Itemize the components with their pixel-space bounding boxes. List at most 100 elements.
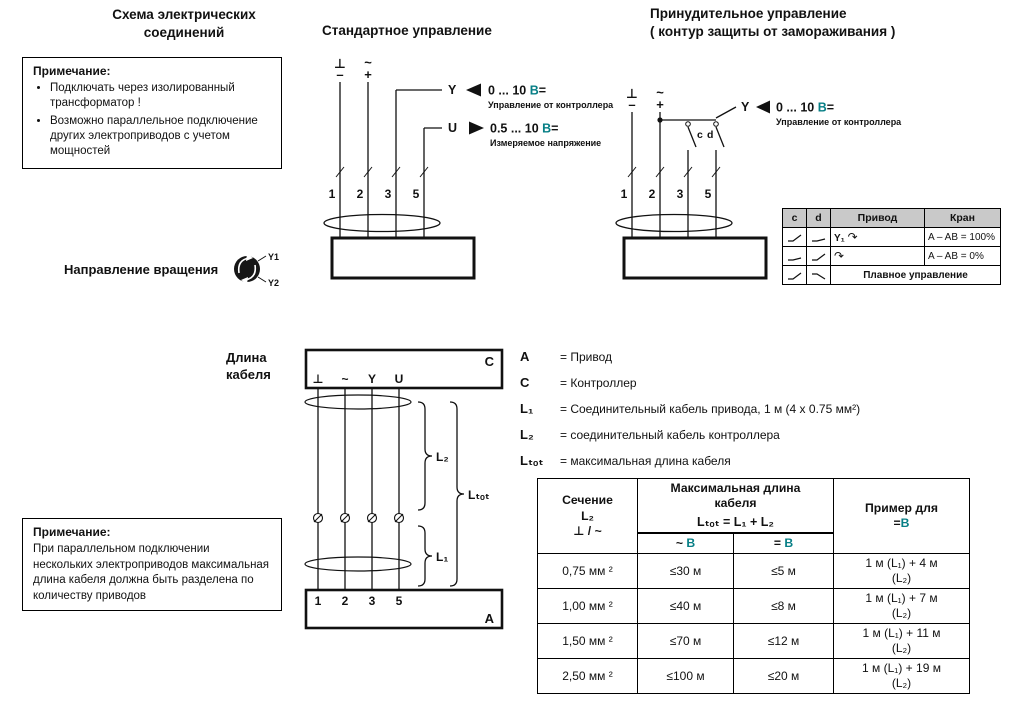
header-line: L₂ bbox=[581, 508, 594, 523]
ac-length-value: ≤100 м bbox=[637, 658, 734, 695]
note-box-bottom: Примечание: При параллельном подключении… bbox=[22, 518, 282, 612]
legend-item: L₂= соединительный кабель контроллера bbox=[520, 426, 860, 444]
note-bullet: Возможно параллельное подключение других… bbox=[50, 114, 271, 159]
terminal-number: 2 bbox=[357, 187, 364, 201]
example-line: (L₂) bbox=[891, 641, 912, 656]
example-line: 1 м (L₁) + 11 м bbox=[862, 626, 941, 641]
table-row: 1,00 мм ² ≤40 м ≤8 м 1 м (L₁) + 7 м (L₂) bbox=[537, 588, 970, 625]
example-value: 1 м (L₁) + 19 м (L₂) bbox=[833, 658, 970, 695]
section-value: 2,50 мм ² bbox=[537, 658, 638, 695]
dc-length-value: ≤20 м bbox=[733, 658, 834, 695]
ac-length-value: ≤30 м bbox=[637, 553, 734, 590]
cable-gland bbox=[615, 213, 733, 233]
terminal-number: 2 bbox=[649, 187, 656, 201]
section-value: 1,00 мм ² bbox=[537, 588, 638, 625]
section-value: 1,50 мм ² bbox=[537, 623, 638, 660]
wires bbox=[339, 82, 442, 238]
switch-state-cell bbox=[806, 265, 831, 285]
example-value: 1 м (L₁) + 4 м (L₂) bbox=[833, 553, 970, 590]
switch-state-cell bbox=[782, 246, 807, 266]
arrow-left-icon bbox=[756, 100, 770, 114]
controller-label: C bbox=[485, 354, 495, 369]
junction-dot bbox=[657, 117, 663, 123]
dc-length-value: ≤5 м bbox=[733, 553, 834, 590]
length-braces bbox=[417, 401, 465, 587]
l2-brace bbox=[417, 401, 433, 511]
arrow-left-icon bbox=[466, 83, 481, 97]
terminal-number: 1 bbox=[315, 594, 322, 608]
cable-length-label: Длина кабеля bbox=[226, 350, 271, 382]
table-subheader-row: ~ В = В bbox=[538, 532, 970, 555]
rotation-direction-label: Направление вращения bbox=[64, 262, 219, 277]
switch-state-cell bbox=[806, 227, 831, 247]
override-table: c d Привод Кран Y₁ ↷ A – AB = 100% bbox=[782, 208, 1001, 285]
terminal-symbols: ⊥ – ~ + bbox=[334, 55, 372, 82]
pointer-line bbox=[257, 276, 267, 283]
drive-state-cell: Y₁ ↷ bbox=[830, 227, 925, 247]
terminal-number: 1 bbox=[329, 187, 336, 201]
wires bbox=[631, 106, 737, 238]
y-signal-value: 0 ... 10 В= bbox=[776, 101, 834, 115]
note-text: При параллельном подключении нескольких … bbox=[33, 543, 270, 602]
rotation-arrow-icon: ↷ bbox=[847, 230, 858, 244]
ac-length-value: ≤70 м bbox=[637, 623, 734, 660]
terminal-numbers: 1 2 3 5 bbox=[329, 187, 420, 201]
ltot-brace bbox=[449, 401, 465, 587]
table-row: 0,75 мм ² ≤30 м ≤5 м 1 м (L₁) + 4 м (L₂) bbox=[537, 553, 970, 590]
ac-length-value: ≤40 м bbox=[637, 588, 734, 625]
terminal-number: 3 bbox=[385, 187, 392, 201]
y-terminal-label: Y bbox=[448, 83, 457, 97]
switch-state-cell bbox=[782, 227, 807, 247]
table-row: 2,50 мм ² ≤100 м ≤20 м 1 м (L₁) + 19 м (… bbox=[537, 658, 970, 695]
contact-c-label: c bbox=[697, 129, 703, 141]
ac-symbol: ~ bbox=[364, 55, 372, 70]
cable-length-diagram: C ⊥ ~ Y U 1 2 3 5 bbox=[304, 348, 504, 630]
example-line: 1 м (L₁) + 19 м bbox=[862, 661, 941, 676]
ac-symbol: ~ bbox=[656, 85, 664, 100]
actuator-box bbox=[304, 588, 504, 630]
ac-symbol: ~ bbox=[341, 372, 348, 386]
example-line: (L₂) bbox=[891, 571, 912, 586]
pointer-line bbox=[257, 255, 267, 262]
strain-relief-marks bbox=[627, 166, 721, 178]
dc-length-value: ≤12 м bbox=[733, 623, 834, 660]
contact-d-label: d bbox=[707, 129, 713, 141]
drive-signal-label: Y₁ bbox=[834, 233, 845, 244]
standard-control-diagram: ⊥ – ~ + Y 0 ... 10 В= Управление от конт… bbox=[323, 55, 614, 280]
arrowhead bbox=[241, 277, 248, 284]
dc-subheader: = В bbox=[733, 532, 834, 555]
y-signal-desc: Управление от контроллера bbox=[776, 117, 902, 127]
schema-title: Схема электрических соединений bbox=[112, 7, 256, 40]
rotation-direction-icon: Y1 Y2 bbox=[234, 252, 279, 288]
plus-symbol: + bbox=[656, 97, 664, 112]
legend-value: = соединительный кабель контроллера bbox=[560, 428, 780, 442]
col-valve-header: Кран bbox=[924, 208, 1001, 228]
section-column-header: Сечение L₂ ⊥ / ~ bbox=[537, 477, 638, 555]
table-row: 1,50 мм ² ≤70 м ≤12 м 1 м (L₁) + 11 м (L… bbox=[537, 623, 970, 660]
example-value: 1 м (L₁) + 7 м (L₂) bbox=[833, 588, 970, 625]
length-formula: Lₜₒₜ = L₁ + L₂ bbox=[697, 514, 774, 529]
l2-label: L₂ bbox=[436, 450, 449, 464]
header-line: Пример для bbox=[865, 500, 938, 515]
terminal-number: 1 bbox=[621, 187, 628, 201]
dc-length-value: ≤8 м bbox=[733, 588, 834, 625]
switch-up-icon bbox=[787, 272, 801, 280]
terminal-symbols: ⊥ – ~ + bbox=[626, 85, 664, 112]
header-line: кабеля bbox=[714, 496, 757, 511]
actuator-box bbox=[330, 236, 476, 280]
terminal-number: 5 bbox=[705, 187, 712, 201]
contact-c bbox=[685, 121, 691, 127]
legend-item: Lₜₒₜ= максимальная длина кабеля bbox=[520, 452, 860, 470]
forced-control-diagram: ⊥ – ~ + c d Y 0 ... 10 В= Управление от … bbox=[615, 85, 902, 280]
modulating-label: Плавное управление bbox=[830, 265, 1001, 285]
header-line: Максимальная длина bbox=[670, 481, 801, 495]
rotation-arrow-icon: ↷ bbox=[834, 249, 845, 263]
contact-d bbox=[713, 121, 719, 127]
example-line: (L₂) bbox=[891, 606, 912, 621]
switch-state-cell bbox=[782, 265, 807, 285]
terminal-number: 3 bbox=[677, 187, 684, 201]
legend-key: A bbox=[520, 349, 530, 364]
rotation-y2-label: Y2 bbox=[268, 278, 279, 288]
ac-subheader: ~ В bbox=[637, 532, 734, 555]
